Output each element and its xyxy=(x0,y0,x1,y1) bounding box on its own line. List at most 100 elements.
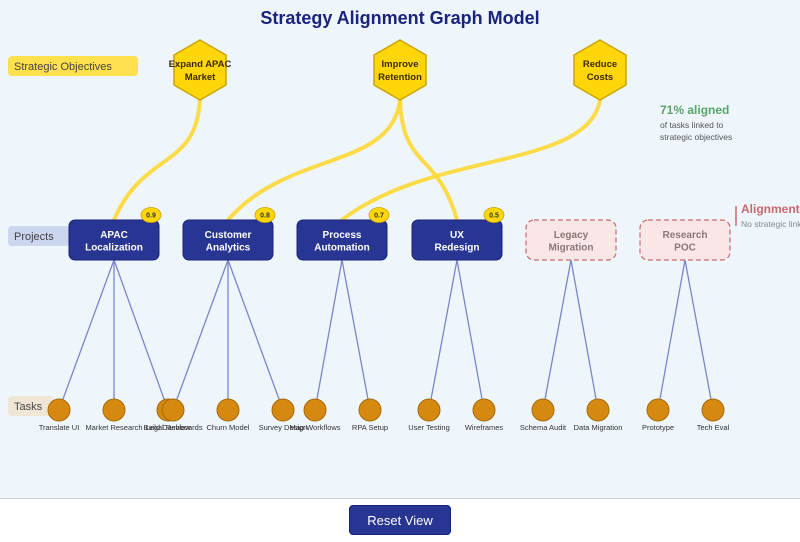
alignment-score-badge: 0.5 xyxy=(483,207,505,223)
task-circle xyxy=(701,398,725,422)
project-label: APAC xyxy=(100,230,128,241)
badge-score-text: 0.7 xyxy=(374,213,384,220)
project-label: Migration xyxy=(549,243,594,254)
task-label: Prototype xyxy=(642,423,674,432)
task-edge xyxy=(113,259,169,411)
task-circle xyxy=(531,398,555,422)
task-label: Wireframes xyxy=(465,423,504,432)
task-circle xyxy=(303,398,327,422)
task-label: Build Dashboards xyxy=(143,423,202,432)
objective-hexagon xyxy=(373,39,427,101)
alignment-edge xyxy=(112,98,202,222)
project-label: Process xyxy=(323,230,362,241)
project-label: Legacy xyxy=(554,230,589,241)
task-edge xyxy=(684,259,714,411)
task-circle xyxy=(161,398,185,422)
task-edge xyxy=(456,259,485,411)
lane-label-projects-text: Projects xyxy=(14,231,54,243)
objective-label: Costs xyxy=(587,72,613,83)
project-nodes: APACLocalization0.9CustomerAnalytics0.8P… xyxy=(68,207,731,261)
project-box xyxy=(182,219,274,261)
project-box-orphan xyxy=(525,219,617,261)
lane-label-tasks-text: Tasks xyxy=(14,401,43,413)
task-node[interactable]: Translate UI xyxy=(39,398,80,432)
task-node[interactable]: Map Workflows xyxy=(289,398,341,432)
objective-hexagon xyxy=(173,39,227,101)
task-edge xyxy=(341,259,371,411)
alignment-score-badge: 0.9 xyxy=(140,207,162,223)
task-node[interactable]: Build Dashboards xyxy=(143,398,203,432)
task-label: Market Research xyxy=(85,423,142,432)
alignment-gap-sub: No strategic link xyxy=(741,219,800,229)
badge-circle xyxy=(368,207,390,223)
badge-score-text: 0.5 xyxy=(489,213,499,220)
task-circle xyxy=(271,398,295,422)
task-label: User Testing xyxy=(408,423,450,432)
project-label: Research xyxy=(662,230,707,241)
badge-circle xyxy=(140,207,162,223)
project-label: UX xyxy=(450,230,464,241)
reset-view-button[interactable]: Reset View xyxy=(349,505,451,535)
graph-canvas[interactable]: Strategy Alignment Graph Model Strategic… xyxy=(0,0,800,499)
task-edge xyxy=(570,259,599,411)
alignment-gap-title: Alignment Gap xyxy=(741,202,800,216)
lane-label-objectives-text: Strategic Objectives xyxy=(14,61,112,73)
task-label: Legal Review xyxy=(145,423,191,432)
task-circle xyxy=(417,398,441,422)
project-node-ux-redesign[interactable]: UX Redesign 0.5 xyxy=(411,207,505,261)
task-label: Tech Eval xyxy=(697,423,730,432)
task-node[interactable]: Wireframes xyxy=(465,398,504,432)
badge-circle xyxy=(483,207,505,223)
task-label: Churn Model xyxy=(207,423,250,432)
task-circle xyxy=(216,398,240,422)
task-node[interactable]: Survey Design xyxy=(259,398,308,432)
task-node[interactable]: Tech Eval xyxy=(697,398,730,432)
alignment-edge xyxy=(340,98,602,222)
task-edge xyxy=(657,259,686,411)
task-label: Data Migration xyxy=(574,423,623,432)
page-title: Strategy Alignment Graph Model xyxy=(260,8,539,28)
task-node[interactable]: RPA Setup xyxy=(352,398,388,432)
objective-label: Reduce xyxy=(583,59,617,70)
graph-svg: Strategy Alignment Graph Model Strategic… xyxy=(8,8,800,432)
task-label: RPA Setup xyxy=(352,423,388,432)
alignment-metric-sub2: strategic objectives xyxy=(660,132,732,142)
badge-score-text: 0.8 xyxy=(260,213,270,220)
task-label: Survey Design xyxy=(259,423,308,432)
task-circle xyxy=(102,398,126,422)
objective-label: Improve xyxy=(382,59,419,70)
alignment-edges xyxy=(112,98,602,222)
lane-label-tasks: Tasks xyxy=(8,396,54,416)
task-label: Map Workflows xyxy=(289,423,340,432)
objective-label: Retention xyxy=(378,72,422,83)
alignment-score-badge: 0.7 xyxy=(368,207,390,223)
badge-score-text: 0.9 xyxy=(146,213,156,220)
task-edge xyxy=(172,259,229,411)
task-node[interactable]: Schema Audit xyxy=(520,398,567,432)
objective-hexagon xyxy=(573,39,627,101)
task-node[interactable]: Prototype xyxy=(642,398,674,432)
task-node[interactable]: Data Migration xyxy=(574,398,623,432)
task-node[interactable]: User Testing xyxy=(408,398,450,432)
project-label: Analytics xyxy=(206,243,251,254)
task-edge xyxy=(58,259,115,411)
task-edges xyxy=(58,259,714,411)
task-node[interactable]: Market Research xyxy=(85,398,143,432)
badge-circle xyxy=(254,207,276,223)
project-box xyxy=(68,219,160,261)
project-label: Redesign xyxy=(434,243,479,254)
alignment-edge xyxy=(398,98,459,222)
alignment-edge xyxy=(226,98,402,222)
task-edge xyxy=(428,259,458,411)
task-node[interactable]: Churn Model xyxy=(207,398,250,432)
task-circle xyxy=(47,398,71,422)
